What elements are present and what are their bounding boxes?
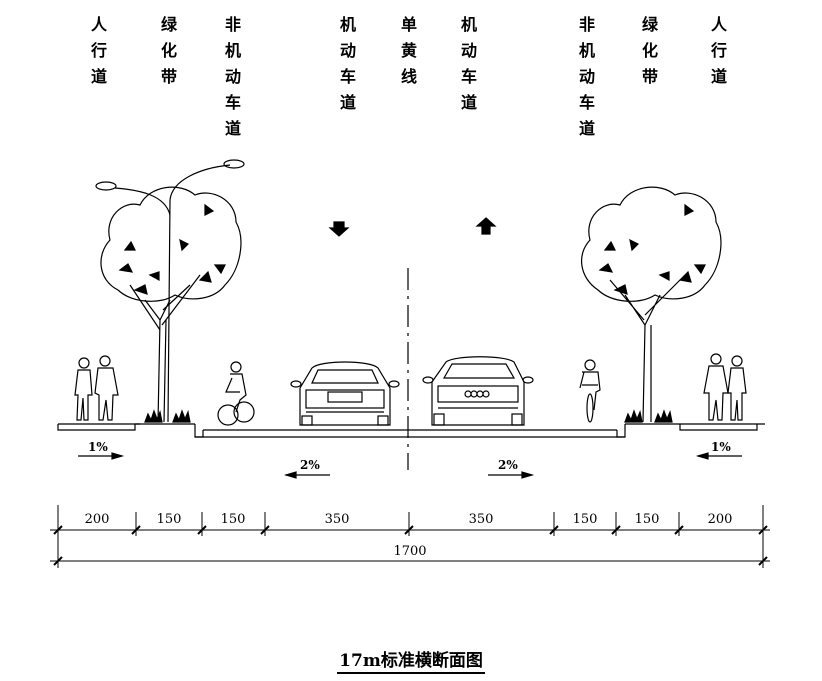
car-right-icon	[422, 356, 534, 426]
label-center-line: 单黄线	[400, 15, 417, 86]
dim-total: 1700	[393, 544, 427, 559]
pedestrians-left-icon	[74, 355, 119, 421]
dimension-lines	[50, 505, 770, 568]
label-greenbelt-left: 绿化带	[160, 15, 177, 86]
cyclist-left-icon	[217, 361, 255, 426]
dim-segment: 200	[84, 512, 110, 527]
left-tree-icon	[100, 186, 242, 423]
slope-right-sidewalk: 1%	[711, 440, 731, 454]
dim-segment: 150	[634, 512, 660, 527]
label-nonmotor-right: 非机动车道	[578, 15, 595, 138]
slope-left-sidewalk: 1%	[88, 440, 108, 454]
pedestrians-right-icon	[703, 353, 747, 421]
dim-segment: 350	[324, 512, 350, 527]
label-sidewalk-left: 人行道	[90, 15, 107, 86]
drawing-title: 17m标准横断面图	[0, 646, 822, 674]
label-greenbelt-right: 绿化带	[641, 15, 658, 86]
up-arrow-icon	[475, 217, 497, 235]
car-left-icon	[290, 361, 400, 426]
slope-arrows	[78, 452, 742, 479]
slope-right-road: 2%	[498, 458, 518, 472]
dim-segment: 150	[220, 512, 246, 527]
slope-left-road: 2%	[300, 458, 320, 472]
cyclist-right-icon	[579, 359, 601, 423]
dim-segment: 150	[572, 512, 598, 527]
dim-segment: 350	[468, 512, 494, 527]
dim-segment: 150	[156, 512, 182, 527]
label-motor-left: 机动车道	[339, 15, 356, 112]
label-sidewalk-right: 人行道	[710, 15, 727, 86]
ground-profile	[57, 423, 765, 438]
drawing-title-text: 17m标准横断面图	[337, 651, 485, 674]
right-tree-icon	[581, 186, 722, 423]
down-arrow-icon	[328, 221, 350, 237]
label-motor-right: 机动车道	[460, 15, 477, 112]
street-lamp-icon	[95, 159, 245, 423]
left-shrub-icon	[144, 409, 191, 423]
label-nonmotor-left: 非机动车道	[224, 15, 241, 138]
right-shrub-icon	[624, 409, 673, 423]
dim-segment: 200	[707, 512, 733, 527]
